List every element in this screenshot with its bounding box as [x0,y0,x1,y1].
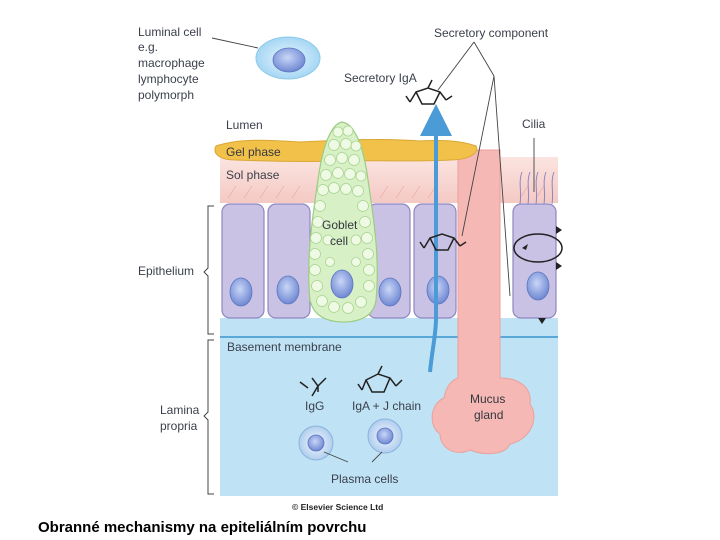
svg-text:cell: cell [330,234,348,248]
svg-text:gland: gland [474,408,503,422]
label-pointers [211,37,511,463]
svg-text:e.g.: e.g. [138,40,158,54]
sol-phase-label: Sol phase [226,168,280,182]
iga-j-chain-icon [357,365,403,393]
plasma-cells [298,418,403,461]
highlight-circle [513,233,563,263]
iga-j-chain-label: IgA + J chain [352,399,421,413]
epithelium-bracket [203,205,214,335]
edge-arrow-icon [556,262,562,270]
svg-text:Luminal cell: Luminal cell [138,25,201,39]
cell-nuclei [229,271,550,307]
transport-arrow [420,104,452,373]
lamina-propria-bracket [203,339,214,495]
plasma-cells-label: Plasma cells [331,472,398,486]
luminal-cell-nucleus [272,47,306,73]
edge-arrow-icon [556,226,562,234]
secretory-iga-label: Secretory IgA [344,71,417,85]
igg-icon [299,377,327,397]
basement-membrane-label: Basement membrane [227,340,342,354]
copyright-notice: © Elsevier Science Ltd [292,502,383,512]
cilia-label: Cilia [522,117,546,131]
secretory-component-label: Secretory component [434,26,549,40]
lumen-label: Lumen [226,118,263,132]
svg-text:polymorph: polymorph [138,88,194,102]
igg-label: IgG [305,399,324,413]
mucus-gland [431,149,535,455]
svg-text:propria: propria [160,419,198,433]
gel-phase-label: Gel phase [226,145,281,159]
sol-phase-hatching [227,185,545,199]
epithelial-iga-icon [419,233,467,251]
mucus-gland-label: Mucus gland [470,392,505,422]
svg-text:lymphocyte: lymphocyte [138,72,199,86]
epithelium-label: Epithelium [138,264,194,278]
svg-text:Mucus: Mucus [470,392,505,406]
edge-arrow-icon [538,318,546,324]
small-marker-icon [522,244,528,250]
secretory-iga-icon [405,79,453,105]
goblet-cell [308,121,378,323]
lamina-propria-label: Lamina propria [160,403,200,433]
svg-text:Lamina: Lamina [160,403,200,417]
svg-text:macrophage: macrophage [138,56,205,70]
cilia [519,171,555,205]
goblet-cell-label: Goblet cell [322,218,358,248]
luminal-cell-label: Luminal cell e.g. macrophage lymphocyte … [138,25,205,102]
figure-caption: Obranné mechanismy na epiteliálním povrc… [38,519,367,536]
svg-text:Goblet: Goblet [322,218,358,232]
